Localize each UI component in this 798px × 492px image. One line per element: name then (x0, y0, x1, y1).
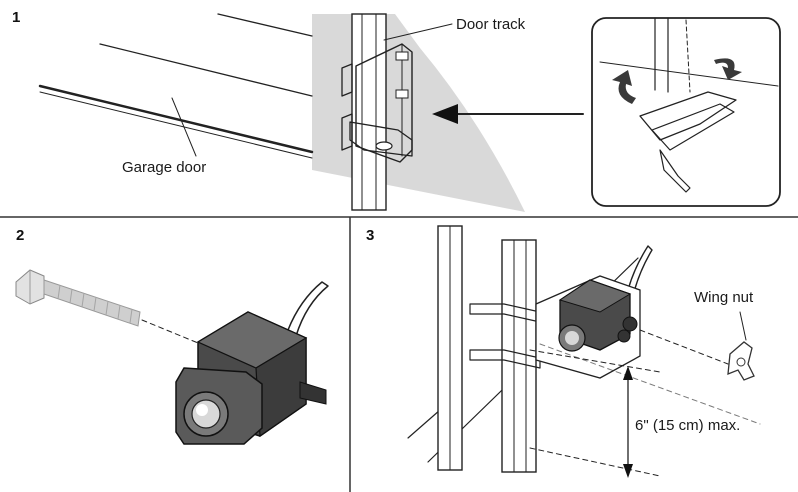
door-track-panel-3 (437, 225, 537, 473)
sensor-stud (299, 381, 327, 405)
max-height-dimension (623, 366, 633, 478)
panel-2: 2 (15, 227, 329, 445)
wall-corner-line (407, 409, 441, 439)
bracket-tab-lower (469, 349, 541, 369)
door-track (351, 13, 387, 211)
safety-sensor (175, 311, 327, 445)
panel-1: 1 (12, 9, 781, 212)
rotate-arrow-left-icon (612, 70, 636, 104)
garage-door (38, 13, 314, 159)
bolt-guide-line (141, 319, 221, 353)
mounted-safety-sensor (535, 275, 641, 379)
panel-3: 3 (366, 225, 761, 478)
max-distance-label: 6" (15 cm) max. (635, 417, 740, 434)
nut-guide-line (639, 329, 729, 365)
panel-2-number: 2 (16, 227, 24, 244)
direction-arrow (432, 104, 584, 124)
floor-reference-line (529, 447, 661, 477)
carriage-bolt (15, 269, 141, 327)
sensor-height-line (529, 349, 661, 373)
panel-1-number: 1 (12, 9, 20, 26)
door-track-label: Door track (456, 16, 526, 33)
wing-nut-icon (727, 311, 755, 381)
panel-3-number: 3 (366, 227, 374, 244)
rotate-arrow-right-icon (714, 58, 742, 80)
wing-nut-label: Wing nut (694, 289, 754, 306)
detail-inset (591, 17, 781, 207)
safety-sensor-bracket (341, 43, 413, 163)
garage-door-label: Garage door (122, 159, 206, 176)
sensor-cable-panel-3 (627, 245, 653, 293)
sensor-cable (287, 281, 329, 337)
sensor-center-line (539, 343, 761, 425)
garage-door-leader (171, 97, 197, 157)
wing-nut-on-bolt (622, 316, 638, 332)
door-track-leader (383, 23, 453, 41)
